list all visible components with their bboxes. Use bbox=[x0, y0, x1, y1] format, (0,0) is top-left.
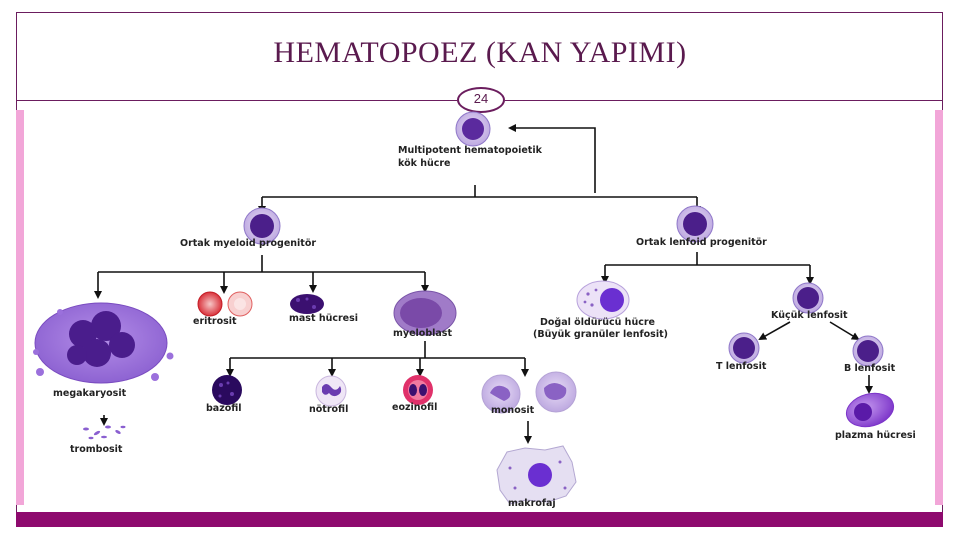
plasma-cell-label: plazma hücresi bbox=[835, 430, 916, 441]
page-number: 24 bbox=[473, 91, 489, 106]
thrombocyte-label: trombosit bbox=[70, 444, 123, 455]
myeloblast-label: myeloblast bbox=[393, 328, 452, 339]
macrophage-cell bbox=[496, 445, 577, 505]
basophil-cell bbox=[212, 375, 242, 405]
megakaryocyte-cell bbox=[33, 302, 174, 384]
stem-cell-label-line2: kök hücre bbox=[398, 158, 451, 169]
eosinophil-cell bbox=[403, 375, 433, 405]
myeloid-progenitor-label: Ortak myeloid progenitör bbox=[180, 238, 316, 249]
mast-cell bbox=[290, 294, 324, 314]
t-lymphocyte-label: T lenfosit bbox=[716, 361, 767, 372]
small-lymphocyte-label: Küçük lenfosit bbox=[771, 310, 848, 321]
nk-cell-label-line1: Doğal öldürücü hücre bbox=[540, 317, 655, 328]
neutrophil-cell bbox=[315, 375, 347, 407]
monocyte-label: monosit bbox=[491, 405, 535, 416]
megakaryocyte-label: megakaryosit bbox=[53, 388, 127, 399]
right-accent-bar bbox=[935, 110, 943, 505]
lymphoid-progenitor-cell bbox=[676, 205, 714, 243]
b-lymphocyte-label: B lenfosit bbox=[844, 363, 896, 374]
title-divider-right bbox=[505, 100, 943, 101]
myeloid-progenitor-cell bbox=[243, 207, 281, 245]
macrophage-label: makrofaj bbox=[508, 498, 556, 509]
thrombocyte-cells bbox=[83, 425, 126, 440]
t-lymphocyte-cell bbox=[728, 332, 760, 364]
erythrocyte-label: eritrosit bbox=[193, 316, 237, 327]
small-lymphocyte-cell bbox=[792, 282, 824, 314]
neutrophil-label: nötrofil bbox=[309, 404, 348, 415]
left-accent-bar bbox=[16, 110, 24, 505]
eosinophil-label: eozinofil bbox=[392, 402, 437, 413]
slide-title: HEMATOPOEZ (KAN YAPIMI) bbox=[273, 36, 687, 69]
title-divider-left bbox=[16, 100, 457, 101]
page-number-badge bbox=[457, 87, 505, 113]
b-lymphocyte-cell bbox=[852, 335, 884, 367]
monocyte-cells bbox=[481, 371, 577, 414]
plasma-cell bbox=[845, 392, 895, 428]
connector-lines bbox=[94, 124, 873, 444]
nk-cell-label-line2: (Büyük granüler lenfosit) bbox=[533, 329, 668, 340]
lymphoid-progenitor-label: Ortak lenfoid progenitör bbox=[636, 237, 767, 248]
bottom-accent-bar bbox=[16, 512, 943, 527]
myeloblast-cell bbox=[393, 290, 457, 336]
mast-cell-label: mast hücresi bbox=[289, 313, 358, 324]
basophil-label: bazofil bbox=[206, 403, 242, 414]
natural-killer-cell bbox=[576, 280, 630, 320]
stem-cell-label-line1: Multipotent hematopoietik bbox=[398, 145, 543, 156]
stem-cell bbox=[455, 111, 491, 147]
erythrocyte-cells bbox=[197, 291, 253, 317]
